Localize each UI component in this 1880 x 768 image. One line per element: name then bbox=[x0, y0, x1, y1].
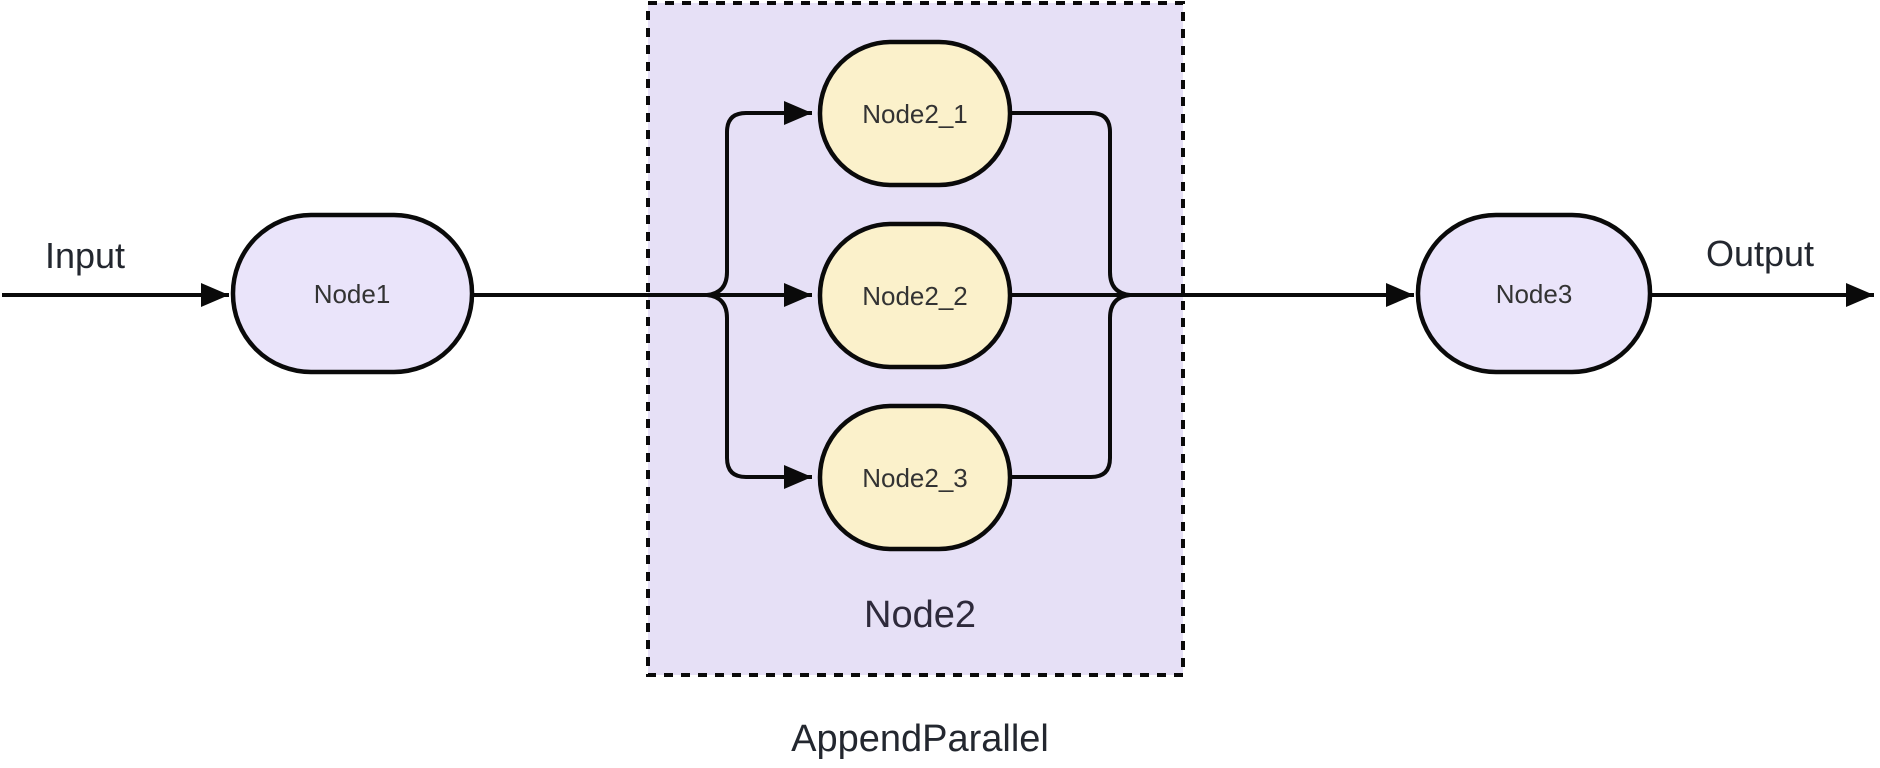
edge-split-to-node2-1 bbox=[706, 101, 812, 297]
node2-1-shape bbox=[817, 39, 1013, 188]
input-label: Input bbox=[45, 235, 125, 276]
node1-shape bbox=[230, 212, 475, 375]
node2-2-label: Node2_2 bbox=[862, 281, 968, 311]
edge-node2-3-to-merge bbox=[1010, 293, 1131, 479]
node2-2-shape bbox=[817, 221, 1013, 370]
node2-3-shape bbox=[817, 403, 1013, 552]
node2-1-label: Node2_1 bbox=[862, 99, 968, 129]
edge-node2-1-to-merge bbox=[1010, 111, 1131, 297]
node2-3-label: Node2_3 bbox=[862, 463, 968, 493]
subgraph-title-label: Node2 bbox=[864, 594, 976, 636]
node1-label: Node1 bbox=[314, 279, 391, 309]
append-parallel-caption: AppendParallel bbox=[791, 718, 1049, 760]
edge-split-to-node2-3 bbox=[706, 293, 812, 489]
node3-shape bbox=[1415, 212, 1653, 375]
node3-label: Node3 bbox=[1496, 279, 1573, 309]
output-label: Output bbox=[1706, 233, 1814, 274]
